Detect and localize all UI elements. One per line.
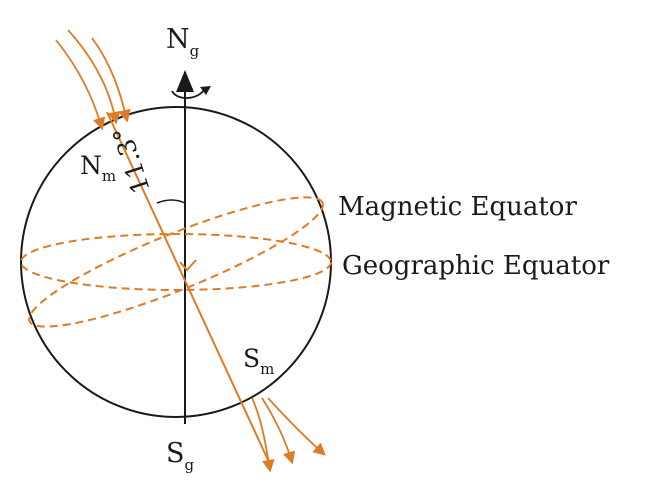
angle-label: 11.3°: [107, 123, 156, 197]
geographic-equator-label: Geographic Equator: [342, 251, 610, 281]
magnetic-south-label: Sm: [243, 344, 274, 378]
field-line-north-1: [55, 39, 106, 131]
geographic-south-label: Sg: [166, 438, 195, 474]
field-line-north-3: [91, 37, 131, 123]
field-line-south-2: [261, 397, 296, 465]
geographic-north-arrowhead: [176, 70, 194, 92]
field-line-south-1: [251, 397, 275, 473]
rotation-arrow-head: [200, 86, 211, 95]
rotation-arrow: [171, 89, 205, 99]
magnetic-axis: [106, 111, 269, 461]
field-line-south-3: [267, 397, 326, 456]
magnetic-north-label: Nm: [80, 151, 116, 185]
magnetic-equator-label: Magnetic Equator: [338, 192, 577, 222]
geographic-north-label: Ng: [166, 24, 200, 60]
angle-arc: [156, 199, 186, 204]
center-marker: [179, 259, 197, 272]
field-line-north-2: [67, 29, 121, 125]
geographic-equator-ellipse: [20, 233, 332, 291]
magnetic-equator-ellipse: [28, 196, 324, 328]
